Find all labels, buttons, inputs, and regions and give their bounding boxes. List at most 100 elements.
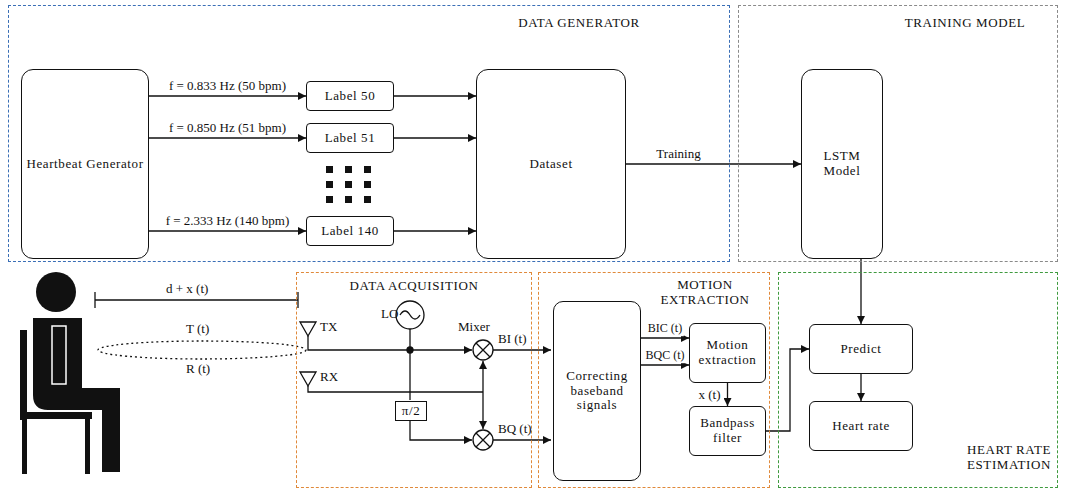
node-text: Correcting baseband signals	[558, 369, 636, 414]
text-holder: Dataset	[477, 70, 625, 258]
text-holder: Label 140	[307, 217, 393, 245]
node-text: HEART RATE ESTIMATION	[937, 443, 1051, 473]
connector-arrow	[149, 230, 306, 231]
tx-wire	[308, 336, 410, 350]
connector-arrow	[394, 95, 476, 96]
node-text: Label 51	[325, 131, 376, 146]
text-holder: Label 51	[307, 124, 393, 152]
region-panel: MOTION EXTRACTION Correcting baseband sig…	[538, 272, 770, 488]
baseband-wire	[493, 349, 551, 350]
node-text: TRAINING MODEL	[879, 16, 1051, 31]
mixer-cross	[476, 343, 490, 357]
person-figure	[20, 272, 120, 474]
heart-region	[52, 326, 66, 384]
baseband-wire	[493, 439, 551, 440]
ellipsis-dot	[364, 181, 371, 188]
chair-leg	[85, 418, 90, 474]
mixer-cross	[476, 433, 490, 447]
process-box: Dataset	[476, 69, 626, 259]
connector-arrow	[394, 137, 476, 138]
node-text: MOTION EXTRACTION	[644, 278, 766, 308]
ellipsis-dot	[345, 196, 352, 203]
region-panel: TRAINING MODEL LSTM Model	[738, 5, 1058, 262]
signal-label: TX	[320, 320, 337, 335]
node-text: Label 50	[325, 89, 376, 104]
node-text: Dataset	[529, 157, 572, 172]
signal-label: R (t)	[186, 362, 210, 377]
text-holder: DATA ACQUISITION	[297, 279, 531, 294]
edge-label: f = 2.333 Hz (140 bpm)	[164, 214, 292, 229]
rx-antenna	[300, 372, 316, 386]
lo-wire	[409, 329, 410, 400]
mixer-symbol	[473, 340, 493, 360]
node-text: Bandpass filter	[694, 416, 761, 446]
text-holder: LSTM Model	[802, 70, 882, 258]
ellipsis-dot	[345, 181, 352, 188]
oscillator-wave	[400, 311, 420, 319]
signal-label: d + x (t)	[166, 282, 208, 297]
text-holder: MOTION EXTRACTION	[644, 278, 766, 308]
connector-arrow	[727, 383, 728, 406]
process-box: Predict	[809, 324, 913, 374]
text-holder: Correcting baseband signals	[554, 302, 640, 480]
radar-wave	[98, 341, 306, 359]
process-box: Correcting baseband signals	[553, 301, 641, 481]
node-text: π/2	[402, 404, 420, 419]
text-holder: DATA GENERATOR	[449, 16, 709, 31]
ellipsis-dot	[364, 166, 371, 173]
node-text: DATA GENERATOR	[449, 16, 709, 31]
chair-back	[20, 330, 27, 420]
node-text: Heartbeat Generator	[26, 157, 143, 172]
connector-arrow	[394, 230, 476, 231]
connector-arrow	[766, 349, 809, 431]
text-holder: Label 50	[307, 82, 393, 110]
signal-label: BI (t)	[498, 332, 527, 347]
tx-antenna	[300, 322, 316, 336]
edge-label: Training	[654, 147, 702, 162]
process-box: Motion extraction	[689, 323, 766, 383]
process-box: Heartbeat Generator	[21, 69, 149, 259]
signal-label: Mixer	[458, 320, 490, 335]
process-box: π/2	[395, 401, 427, 421]
node-text: Motion extraction	[694, 338, 761, 368]
edge-label: x (t)	[696, 387, 722, 402]
ellipsis-dot	[345, 166, 352, 173]
edge-label: f = 0.850 Hz (51 bpm)	[167, 121, 288, 136]
person-body	[33, 318, 120, 472]
mixer-symbol	[473, 430, 493, 450]
region-panel: HEART RATE ESTIMATION PredictHeart rate	[778, 272, 1058, 488]
process-box: Label 140	[306, 216, 394, 246]
process-box: Label 51	[306, 123, 394, 153]
text-holder: Heartbeat Generator	[22, 70, 148, 258]
connector-arrow	[626, 163, 801, 164]
connector-arrow	[860, 259, 861, 324]
connector-arrow	[149, 95, 306, 96]
node-text: Predict	[840, 342, 881, 357]
edge-label: f = 0.833 Hz (50 bpm)	[167, 79, 288, 94]
chair-leg	[22, 418, 27, 474]
process-box: Bandpass filter	[689, 406, 766, 456]
connector-arrow	[149, 137, 306, 138]
node-text: LSTM Model	[806, 149, 878, 179]
ellipsis-dots	[326, 166, 371, 203]
text-holder: TRAINING MODEL	[879, 16, 1051, 31]
node-text: Label 140	[321, 224, 379, 239]
distance-tick	[94, 292, 95, 308]
node-text: DATA ACQUISITION	[297, 279, 531, 294]
person-head	[36, 272, 76, 312]
chair-seat	[20, 412, 92, 419]
oscillator-symbol	[396, 301, 424, 329]
ellipsis-dot	[326, 181, 333, 188]
connector-arrow	[860, 374, 861, 401]
process-box: LSTM Model	[801, 69, 883, 259]
rx-wire	[308, 386, 483, 392]
ellipsis-dot	[326, 196, 333, 203]
ellipsis-dot	[326, 166, 333, 173]
signal-label: BQ (t)	[498, 422, 532, 437]
text-holder: π/2	[396, 402, 426, 420]
edge-label: BQC (t)	[644, 349, 687, 363]
node-text: Heart rate	[832, 419, 890, 434]
distance-line	[95, 299, 298, 300]
